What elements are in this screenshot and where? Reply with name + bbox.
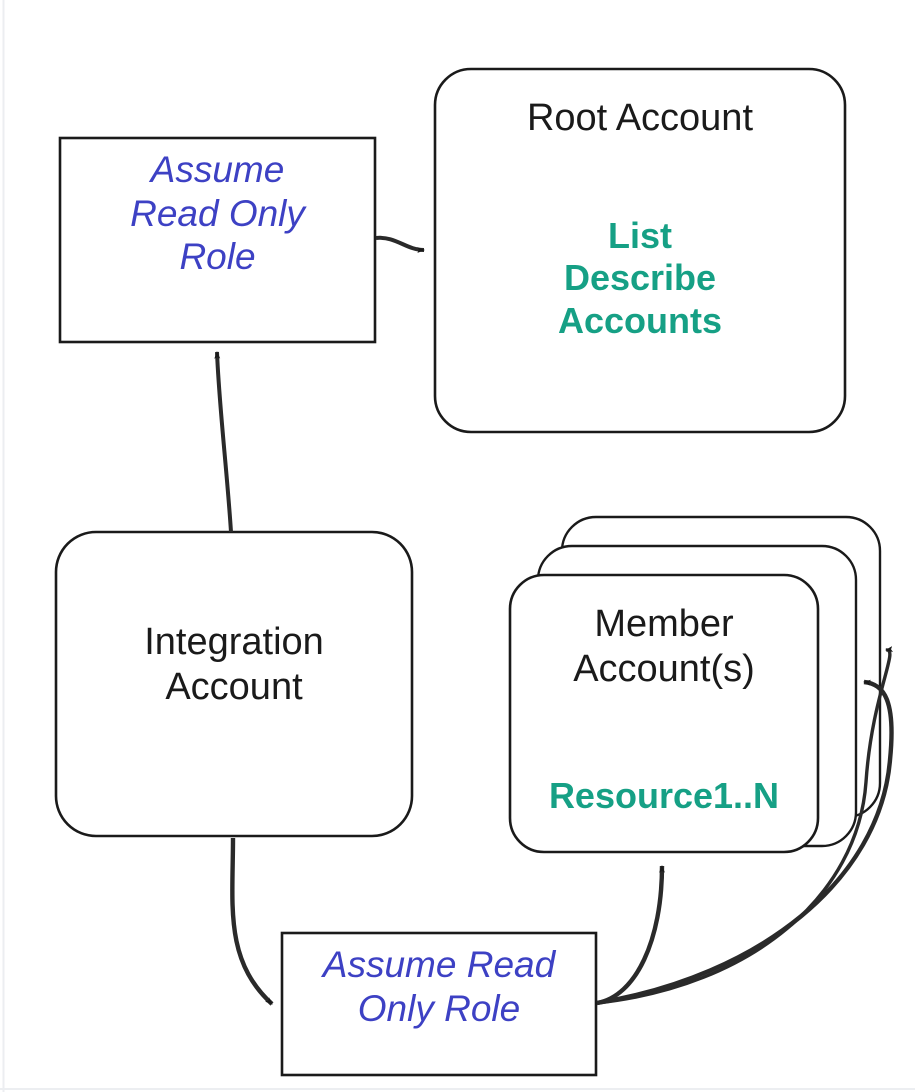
edge-role-bottom-to-member-back (596, 646, 894, 1005)
edge-role-bottom-to-member-front (596, 865, 665, 1006)
root-account-node[interactable] (433, 67, 847, 434)
edge-role-top-to-root-account (375, 235, 425, 253)
assume-read-only-role-bottom-node[interactable] (280, 931, 598, 1077)
edge-role-bottom-to-member-middle (596, 679, 894, 1006)
member-account-card-front[interactable] (508, 573, 820, 854)
edge-integration-to-role-top (214, 351, 233, 533)
assume-read-only-role-top-node[interactable] (58, 136, 377, 344)
edge-integration-to-role-bottom (230, 837, 274, 1006)
integration-account-node[interactable] (54, 530, 414, 838)
